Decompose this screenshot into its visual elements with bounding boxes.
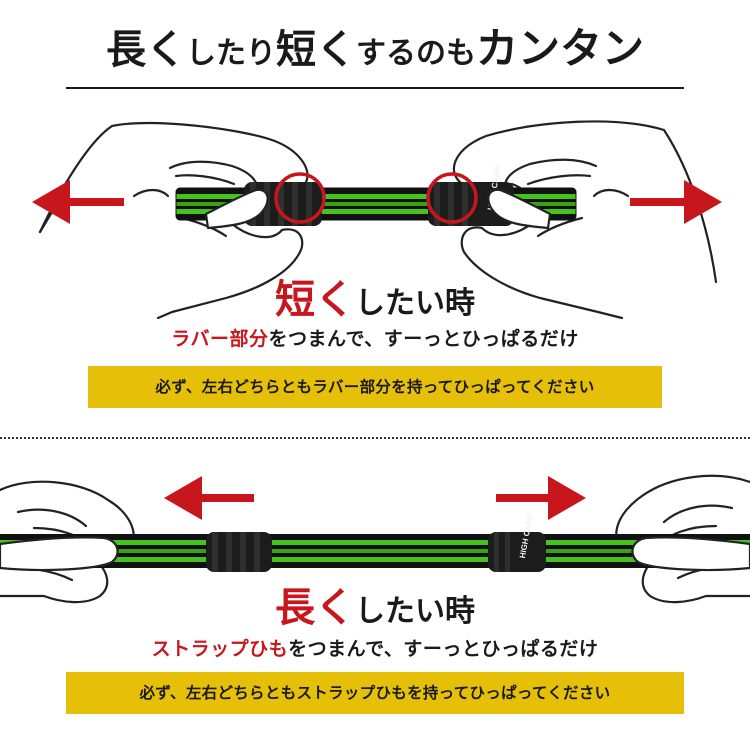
stopper-left-bottom bbox=[206, 532, 272, 572]
lengthen-instruction-target: ストラップひも bbox=[151, 638, 289, 660]
highlight-circle-right bbox=[426, 172, 478, 224]
highlight-circle-left bbox=[274, 172, 326, 224]
title-part-connector-1: したり bbox=[185, 36, 276, 71]
shorten-heading-em: 短く bbox=[275, 277, 355, 323]
shorten-heading: 短くしたい時 bbox=[0, 280, 750, 320]
title-part-short: 短く bbox=[275, 27, 356, 73]
lengthen-note-banner: 必ず、左右どちらともストラップひもを持ってひっぱってください bbox=[66, 672, 684, 714]
shorten-note-banner: 必ず、左右どちらともラバー部分を持ってひっぱってください bbox=[88, 366, 662, 408]
stopper-right-top: HIGH CAMP bbox=[428, 164, 514, 226]
arrow-right-icon bbox=[496, 476, 586, 520]
right-hand-bottom bbox=[615, 474, 750, 604]
stopper-right-bottom: HIGH CAMP bbox=[488, 512, 546, 572]
arrow-right-icon bbox=[630, 180, 722, 224]
right-thumb-top bbox=[487, 188, 552, 230]
lengthen-heading: 長くしたい時 bbox=[0, 588, 750, 628]
left-thumb-top bbox=[204, 188, 269, 230]
shorten-heading-rest: したい時 bbox=[355, 286, 475, 321]
section-divider bbox=[0, 437, 750, 439]
title-part-easy: カンタン bbox=[475, 24, 644, 73]
arrow-left-icon bbox=[32, 180, 124, 224]
page-title: 長くしたり短くするのもカンタン bbox=[0, 24, 750, 74]
title-part-long: 長く bbox=[105, 27, 186, 73]
title-underline bbox=[66, 87, 684, 89]
strap-bottom bbox=[0, 534, 750, 568]
stopper-logo-bottom: HIGH CAMP bbox=[518, 512, 535, 559]
lengthen-heading-rest: したい時 bbox=[355, 594, 475, 629]
title-part-connector-2: するのも bbox=[355, 36, 476, 71]
left-hand-bottom bbox=[0, 480, 135, 604]
shorten-instruction-action: をつまんで、すーっとひっぱるだけ bbox=[268, 328, 579, 350]
left-thumb-bottom bbox=[0, 536, 119, 572]
lengthen-heading-em: 長く bbox=[275, 585, 355, 631]
right-thumb-bottom bbox=[631, 536, 750, 572]
strap-top bbox=[175, 187, 577, 221]
lengthen-instruction-action: をつまんで、すーっとひっぱるだけ bbox=[288, 638, 599, 660]
shorten-instruction-target: ラバー部分 bbox=[171, 328, 269, 350]
stopper-left-top bbox=[244, 182, 322, 226]
lengthen-instruction: ストラップひもをつまんで、すーっとひっぱるだけ bbox=[0, 640, 750, 659]
shorten-instruction: ラバー部分をつまんで、すーっとひっぱるだけ bbox=[0, 330, 750, 349]
stopper-logo-top: HIGH CAMP bbox=[486, 164, 503, 211]
arrow-left-icon bbox=[164, 476, 254, 520]
